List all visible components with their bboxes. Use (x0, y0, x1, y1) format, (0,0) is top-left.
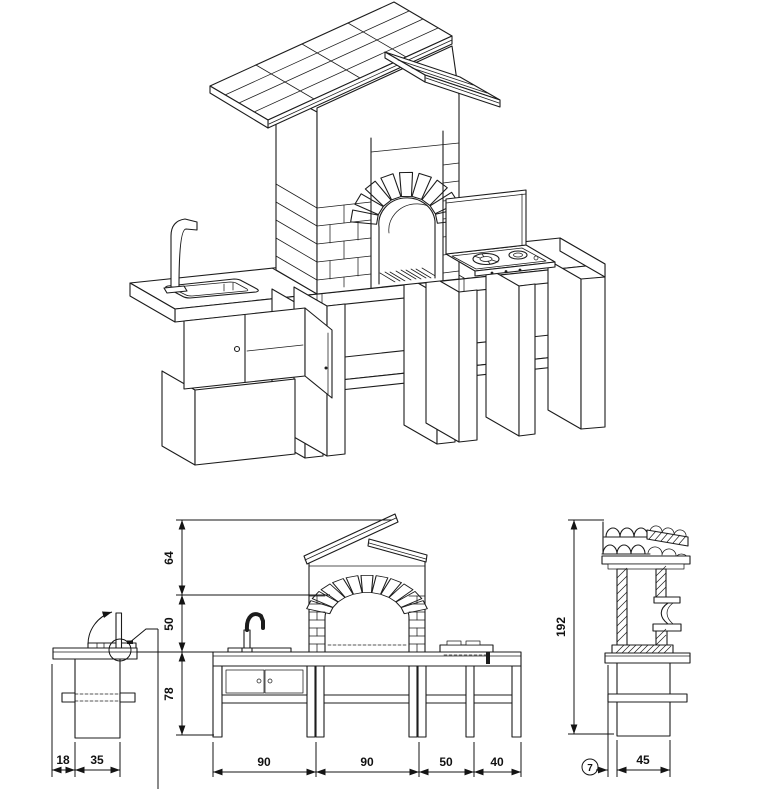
front-roofs (303, 513, 428, 565)
firebox-interior (379, 203, 435, 283)
dim-78-label: 78 (162, 687, 176, 701)
faucet-side (115, 612, 123, 649)
side-roof (384, 51, 501, 108)
dim-90-right-label: 90 (360, 755, 374, 769)
section-roof-tiles (601, 521, 651, 555)
section-shelf (607, 693, 688, 703)
gas-hob (445, 189, 556, 277)
section-side-roof (601, 525, 691, 570)
front-faucet (241, 612, 265, 653)
burner-right (508, 250, 528, 260)
front-shelf-band (212, 694, 522, 704)
front-brick-columns (308, 595, 426, 653)
hob-open-lid (445, 189, 527, 255)
front-horizontal-dimensions: 90 90 50 40 (212, 742, 522, 777)
dim-90-left-label: 90 (257, 755, 271, 769)
dim-7-balloon-label: 7 (587, 763, 593, 774)
front-vertical-dimensions: 64 50 78 (137, 519, 392, 736)
detail-circle (108, 638, 132, 662)
lid-opening-arc-arrow (87, 611, 113, 646)
front-legs (212, 665, 522, 738)
burner-left (472, 252, 500, 266)
section-dimensions: 192 7 45 (554, 519, 671, 777)
brick-pillar (275, 137, 372, 289)
section-view: 192 7 45 (554, 519, 691, 777)
side-view-dimensions: 18 35 (51, 664, 121, 777)
front-sink-rim (227, 647, 292, 653)
section-firebox-walls (616, 565, 682, 646)
barbecue-tower (275, 45, 464, 295)
front-counter (212, 651, 522, 667)
dim-45-label: 45 (636, 753, 650, 767)
front-elevation-view: 64 50 78 90 90 50 40 (137, 513, 522, 777)
dim-40-label: 40 (490, 755, 504, 769)
front-barbecue (303, 513, 428, 653)
dim-50-width-label: 50 (439, 755, 453, 769)
front-hob (439, 640, 494, 664)
side-elevation-view: 18 35 (51, 611, 176, 789)
dim-18-label: 18 (56, 753, 70, 767)
pedestal (74, 658, 121, 739)
dim-192-label: 192 (554, 617, 568, 637)
dim-64-label: 64 (162, 551, 176, 565)
front-sink-cabinet (221, 665, 308, 696)
leader-line (128, 628, 158, 644)
dim-35-label: 35 (90, 753, 104, 767)
sink-cabinet-module (161, 307, 333, 466)
grill-grate (379, 267, 435, 283)
isometric-view (129, 1, 606, 466)
section-hearth-slab (611, 644, 674, 654)
section-counter (604, 652, 691, 664)
dim-50-label: 50 (162, 617, 176, 631)
faucet (163, 218, 198, 294)
open-cabinet-door (304, 307, 333, 399)
